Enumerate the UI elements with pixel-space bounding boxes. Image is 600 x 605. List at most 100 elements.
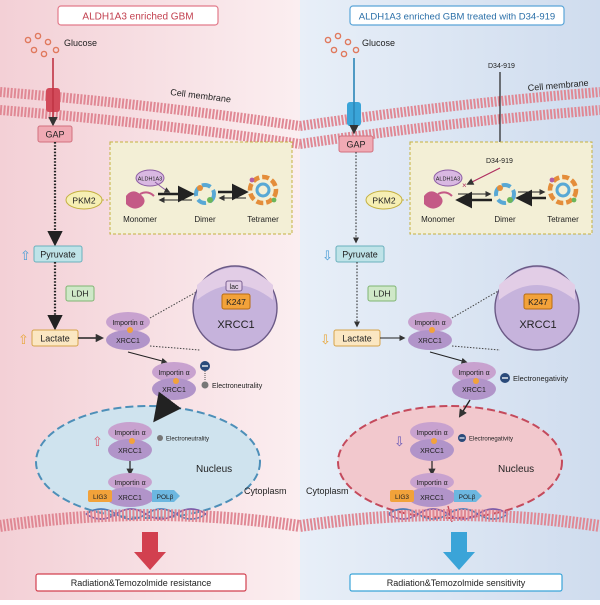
left-importin-complex-nucleus (108, 422, 152, 461)
left-tetramer-label: Tetramer (247, 215, 279, 224)
left-cytoplasm-label: Cytoplasm (244, 486, 287, 496)
right-drug-top-label: D34-919 (488, 63, 515, 70)
left-monomer-label: Monomer (123, 215, 157, 224)
right-xrcc1-label-4: XRCC1 (420, 495, 444, 502)
left-xrcc1-label-2: XRCC1 (162, 387, 186, 394)
left-aldh-label: ALDH1A3 (138, 177, 162, 183)
left-importin-complex-cytoplasm (106, 312, 150, 350)
left-xrcc1-label-4: XRCC1 (118, 495, 142, 502)
left-xrcc1-label-1: XRCC1 (116, 338, 140, 345)
right-polb-label: POLβ (459, 494, 476, 501)
right-pyruvate-down-arrow: ⇩ (322, 248, 333, 263)
left-lig3-label: LIG3 (93, 494, 107, 501)
left-dna-helix (85, 508, 207, 520)
right-importin-complex-nucleus (410, 422, 454, 461)
right-importin-complex-cytoplasm (408, 312, 452, 350)
right-inhibit-x: × (462, 181, 467, 190)
left-lower-membrane (0, 509, 301, 532)
right-monomer-shape (424, 191, 453, 209)
left-polb-label: POLβ (157, 494, 174, 501)
right-outcome-box (349, 573, 563, 592)
right-dimer-shape (494, 183, 516, 205)
right-outcome-label: Radiation&Temozolmide sensitivity (387, 578, 526, 588)
left-lactate-label: Lactate (40, 334, 70, 344)
right-k247-box (523, 293, 553, 310)
left-k247-label: K247 (226, 297, 246, 307)
left-importin-label-2: Importin α (158, 370, 189, 377)
right-pkm2-label: PKM2 (372, 196, 395, 206)
right-nucleus-down-arrow: ⇩ (394, 434, 405, 449)
right-aldh-label: ALDH1A3 (436, 177, 460, 183)
right-lactate-down-arrow: ⇩ (320, 332, 331, 347)
left-charge-nucleus-label: Electroneutrality (166, 437, 209, 443)
left-k247-box (221, 293, 251, 310)
left-title: ALDH1A3 enriched GBM (82, 12, 193, 23)
right-lig3-label: LIG3 (395, 494, 409, 501)
right-pyruvate-box (335, 245, 385, 263)
left-membrane-outer (0, 87, 301, 131)
left-aldh-enzyme (135, 169, 165, 187)
right-membrane-outer (299, 87, 600, 131)
right-charge-nucleus-label: Electronegativity (469, 437, 513, 443)
right-tetramer-shape (547, 174, 579, 206)
left-importin-label-3: Importin α (114, 430, 145, 437)
left-repair-complex (88, 473, 180, 507)
left-glucose-label: Glucose (64, 38, 97, 48)
left-tetramer-shape (247, 174, 279, 206)
left-panel: ALDH1A3 enriched GBM Glucose Cell membra… (0, 5, 301, 592)
left-lac-label: lac (230, 284, 239, 291)
right-importin-complex-2 (452, 362, 496, 400)
right-importin-label-2: Importin α (458, 370, 489, 377)
right-panel: ALDH1A3 enriched GBM treated with D34-91… (299, 5, 600, 592)
left-monomer-shape (126, 191, 155, 209)
left-outcome-box (35, 573, 247, 592)
right-xrcc1-label-1: XRCC1 (418, 338, 442, 345)
right-glucose-molecules (324, 32, 360, 58)
left-title-box (57, 5, 219, 26)
right-charge-outside-label: Electronegativity (513, 374, 568, 383)
right-repair-complex (390, 473, 482, 507)
right-glucose-label: Glucose (362, 38, 395, 48)
left-pyruvate-box (33, 245, 83, 263)
right-monomer-label: Monomer (421, 215, 455, 224)
right-lactate-label: Lactate (342, 334, 372, 344)
left-nucleus-up-arrow: ⇧ (92, 434, 103, 449)
right-importin-label-4: Importin α (416, 480, 447, 487)
left-pkm2-label: PKM2 (72, 196, 95, 206)
right-k247-label: K247 (528, 297, 548, 307)
left-pyruvate-label: Pyruvate (40, 250, 76, 260)
left-outcome-label: Radiation&Temozolmide resistance (71, 578, 212, 588)
left-gap-label: GAP (45, 130, 64, 140)
left-dimer-label: Dimer (194, 215, 216, 224)
left-pyruvate-up-arrow: ⇧ (20, 248, 31, 263)
left-nucleus-label: Nucleus (196, 464, 232, 475)
right-drug-mid-label: D34-919 (486, 158, 513, 165)
left-neutral-charge-icon (201, 381, 209, 389)
left-importin-label-4: Importin α (114, 480, 145, 487)
right-xrcc1-label-2: XRCC1 (462, 387, 486, 394)
right-pyruvate-label: Pyruvate (342, 250, 378, 260)
right-ldh-label: LDH (373, 289, 390, 299)
right-dimer-label: Dimer (494, 215, 516, 224)
left-lactate-up-arrow: ⇧ (18, 332, 29, 347)
glucose-molecules (24, 32, 60, 58)
right-tetramer-label: Tetramer (547, 215, 579, 224)
left-ldh-label: LDH (71, 289, 88, 299)
right-nucleus-label: Nucleus (498, 464, 534, 475)
left-outcome-arrow (134, 532, 166, 570)
left-importin-label-1: Importin α (112, 320, 143, 327)
right-importin-label-3: Importin α (416, 430, 447, 437)
right-xrcc1-zoom-label: XRCC1 (519, 319, 556, 331)
right-cytoplasm-label: Cytoplasm (306, 486, 349, 496)
right-title: ALDH1A3 enriched GBM treated with D34-91… (359, 12, 555, 23)
left-dimer-shape (194, 183, 216, 205)
right-title-box (349, 5, 565, 26)
right-lower-membrane (299, 509, 600, 532)
right-xrcc1-label-3: XRCC1 (420, 448, 444, 455)
left-membrane-inner (0, 105, 301, 149)
right-importin-label-1: Importin α (414, 320, 445, 327)
left-xrcc1-zoom-label: XRCC1 (217, 319, 254, 331)
left-nucleus-neutral-icon (157, 435, 163, 441)
left-importin-complex-2 (152, 362, 196, 400)
